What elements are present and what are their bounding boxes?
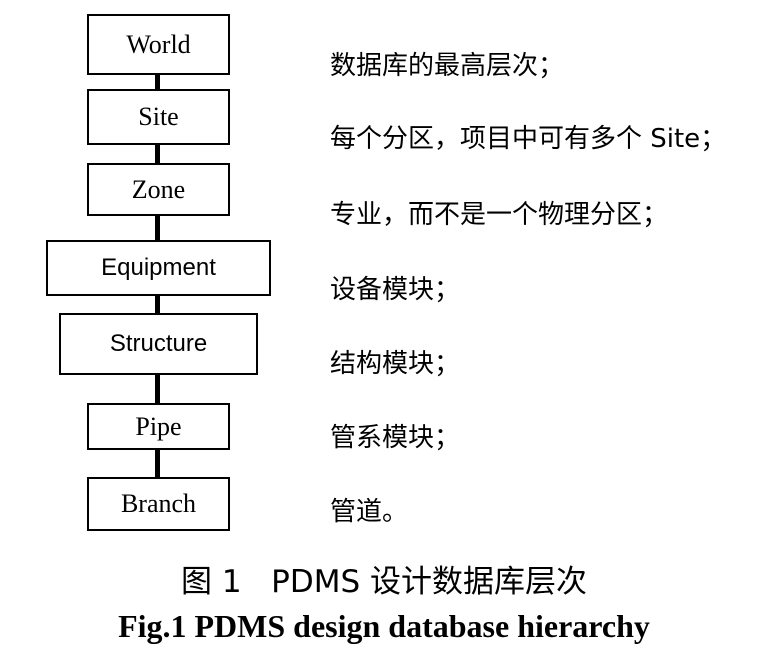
description-zone: 专业，而不是一个物理分区；	[330, 200, 669, 230]
description-site: 每个分区，项目中可有多个 Site；	[330, 124, 727, 154]
description-pipe: 管系模块；	[330, 423, 461, 453]
node-equipment: Equipment	[46, 240, 271, 296]
node-pipe: Pipe	[87, 403, 230, 450]
node-world: World	[87, 14, 230, 75]
connector-pipe-branch	[155, 449, 160, 478]
figure-caption-en: Fig.1 PDMS design database hierarchy	[118, 608, 650, 644]
connector-equipment-structure	[155, 295, 160, 314]
connector-structure-pipe	[155, 374, 160, 404]
node-site: Site	[87, 89, 230, 145]
figure-caption-zh: 图 1 PDMS 设计数据库层次	[181, 564, 587, 600]
node-structure: Structure	[59, 313, 258, 375]
description-equipment: 设备模块；	[330, 275, 461, 305]
node-branch: Branch	[87, 477, 230, 531]
connector-world-site	[155, 74, 160, 90]
description-world: 数据库的最高层次；	[330, 51, 565, 81]
description-structure: 结构模块；	[330, 349, 461, 379]
description-branch: 管道。	[330, 497, 409, 527]
connector-site-zone	[155, 144, 160, 164]
node-zone: Zone	[87, 163, 230, 216]
connector-zone-equipment	[155, 215, 160, 241]
